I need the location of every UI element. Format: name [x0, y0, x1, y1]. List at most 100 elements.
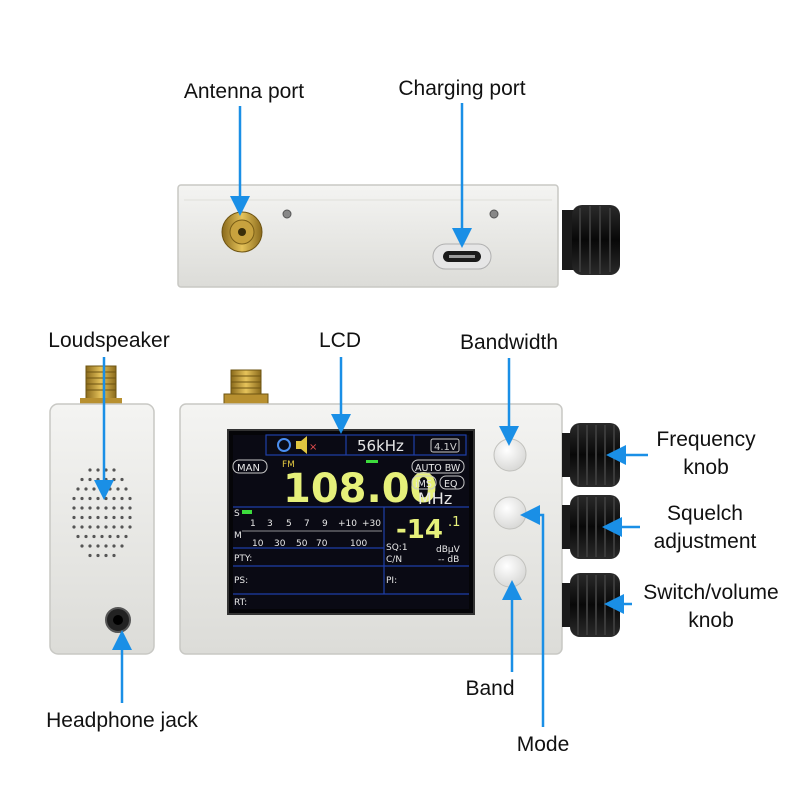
label-band: Band — [465, 677, 515, 700]
bandwidth-button[interactable] — [493, 438, 527, 472]
lcd-frequency: 108.00 — [283, 466, 437, 512]
lcd-mute-icon: × — [309, 442, 317, 453]
grille-hole — [104, 515, 108, 520]
label-charging-port: Charging port — [398, 77, 526, 100]
grille-hole — [128, 496, 132, 501]
top-view-device — [177, 184, 620, 288]
grille-hole — [88, 553, 92, 558]
grille-hole — [116, 487, 120, 491]
lcd-tuning-cursor — [366, 460, 378, 463]
grille-hole — [92, 534, 96, 539]
lcd-bandwidth-readout: 56kHz — [357, 437, 404, 455]
screw-icon — [489, 209, 499, 219]
grille-hole — [80, 525, 84, 529]
grille-hole — [120, 477, 124, 482]
lcd-s-scale: 1 3 5 7 9 +10 +30 — [250, 519, 381, 529]
label-switch-volume-line1: Switch/volume — [643, 581, 779, 604]
lcd-ps-label: PS: — [234, 576, 248, 586]
grille-hole — [104, 544, 108, 548]
label-mode: Mode — [516, 733, 570, 756]
lcd-signal-unit: dBµV — [436, 545, 461, 555]
grille-hole — [88, 525, 92, 529]
grille-hole — [100, 534, 104, 539]
grille-hole — [112, 553, 116, 558]
grille-hole — [96, 515, 100, 520]
grille-hole — [112, 468, 116, 472]
lcd-s-scale-label: 1 — [250, 519, 256, 529]
lcd-m-scale-label: 10 — [252, 539, 264, 549]
lcd-m-label: M — [234, 531, 242, 541]
grille-hole — [80, 506, 84, 510]
grille-hole — [96, 506, 100, 510]
lcd-m-scale-label: 100 — [350, 539, 367, 549]
grille-hole — [108, 487, 112, 491]
lcd-m-scale-label: 50 — [296, 539, 308, 549]
grille-hole — [80, 544, 84, 548]
arrow-mode — [520, 505, 545, 727]
front-view-device: × 56kHz 4.1V MAN FM 108.00 AUTO BW iMS E… — [179, 369, 620, 655]
lcd-pi-label: PI: — [386, 576, 397, 586]
grille-hole — [124, 487, 128, 491]
grille-hole — [80, 496, 84, 501]
speaker-grille — [72, 468, 132, 558]
headphone-jack-port — [105, 607, 131, 633]
grille-hole — [120, 515, 124, 520]
grille-hole — [84, 487, 88, 491]
grille-hole — [88, 496, 92, 501]
grille-hole — [112, 544, 116, 548]
lcd-s-scale-label: 3 — [267, 519, 273, 529]
lcd-s-scale-label: 9 — [322, 519, 328, 529]
lcd-signal-value: -14 — [396, 515, 443, 545]
callout-arrows — [94, 103, 648, 727]
lcd-status-circle-icon — [277, 438, 291, 452]
grille-hole — [104, 506, 108, 510]
grille-hole — [120, 506, 124, 510]
grille-hole — [80, 477, 84, 482]
grille-hole — [128, 506, 132, 510]
grille-hole — [88, 544, 92, 548]
grille-hole — [88, 468, 92, 472]
label-squelch-line1: Squelch — [667, 502, 743, 525]
lcd-s-meter-bar — [242, 510, 252, 514]
grille-hole — [120, 525, 124, 529]
label-squelch-line2: adjustment — [653, 530, 757, 553]
grille-hole — [84, 534, 88, 539]
grille-hole — [76, 534, 80, 539]
band-button[interactable] — [493, 554, 527, 588]
lcd-signal-decimal: .1 — [448, 515, 460, 530]
grille-hole — [72, 525, 76, 529]
grille-hole — [72, 515, 76, 520]
label-bandwidth: Bandwidth — [459, 331, 559, 354]
lcd-sq-label: SQ:1 — [386, 543, 408, 553]
grille-hole — [108, 534, 112, 539]
lcd-s-scale-label: +30 — [362, 519, 381, 529]
front-antenna — [223, 369, 269, 407]
lcd-mode-badge: MAN — [237, 463, 260, 474]
lcd-m-scale-label: 70 — [316, 539, 328, 549]
lcd-eq: EQ — [444, 479, 457, 490]
lcd-rt-label: RT: — [234, 598, 247, 608]
squelch-knob[interactable] — [562, 495, 620, 559]
frequency-knob[interactable] — [562, 423, 620, 487]
mode-button[interactable] — [493, 496, 527, 530]
label-squelch: Squelch adjustment — [640, 501, 770, 555]
lcd-speaker-icon — [296, 436, 307, 454]
lcd-unit: MHz — [418, 489, 452, 508]
grille-hole — [120, 544, 124, 548]
lcd-s-scale-label: 5 — [286, 519, 292, 529]
grille-hole — [88, 506, 92, 510]
grille-hole — [96, 544, 100, 548]
lcd-s-scale-label: 7 — [304, 519, 310, 529]
lcd-db-label: -- dB — [438, 555, 459, 565]
lcd-auto-bw: AUTO BW — [415, 463, 461, 474]
grille-hole — [124, 534, 128, 539]
lcd-s-scale-label: +10 — [338, 519, 357, 529]
lcd-pty-label: PTY: — [234, 554, 252, 564]
grille-hole — [88, 477, 92, 482]
grille-hole — [92, 487, 96, 491]
label-switch-volume-line2: knob — [688, 609, 734, 632]
switch-volume-knob[interactable] — [562, 573, 620, 637]
lcd-s-label: S — [234, 509, 240, 519]
label-frequency-knob: Frequency knob — [646, 427, 766, 481]
